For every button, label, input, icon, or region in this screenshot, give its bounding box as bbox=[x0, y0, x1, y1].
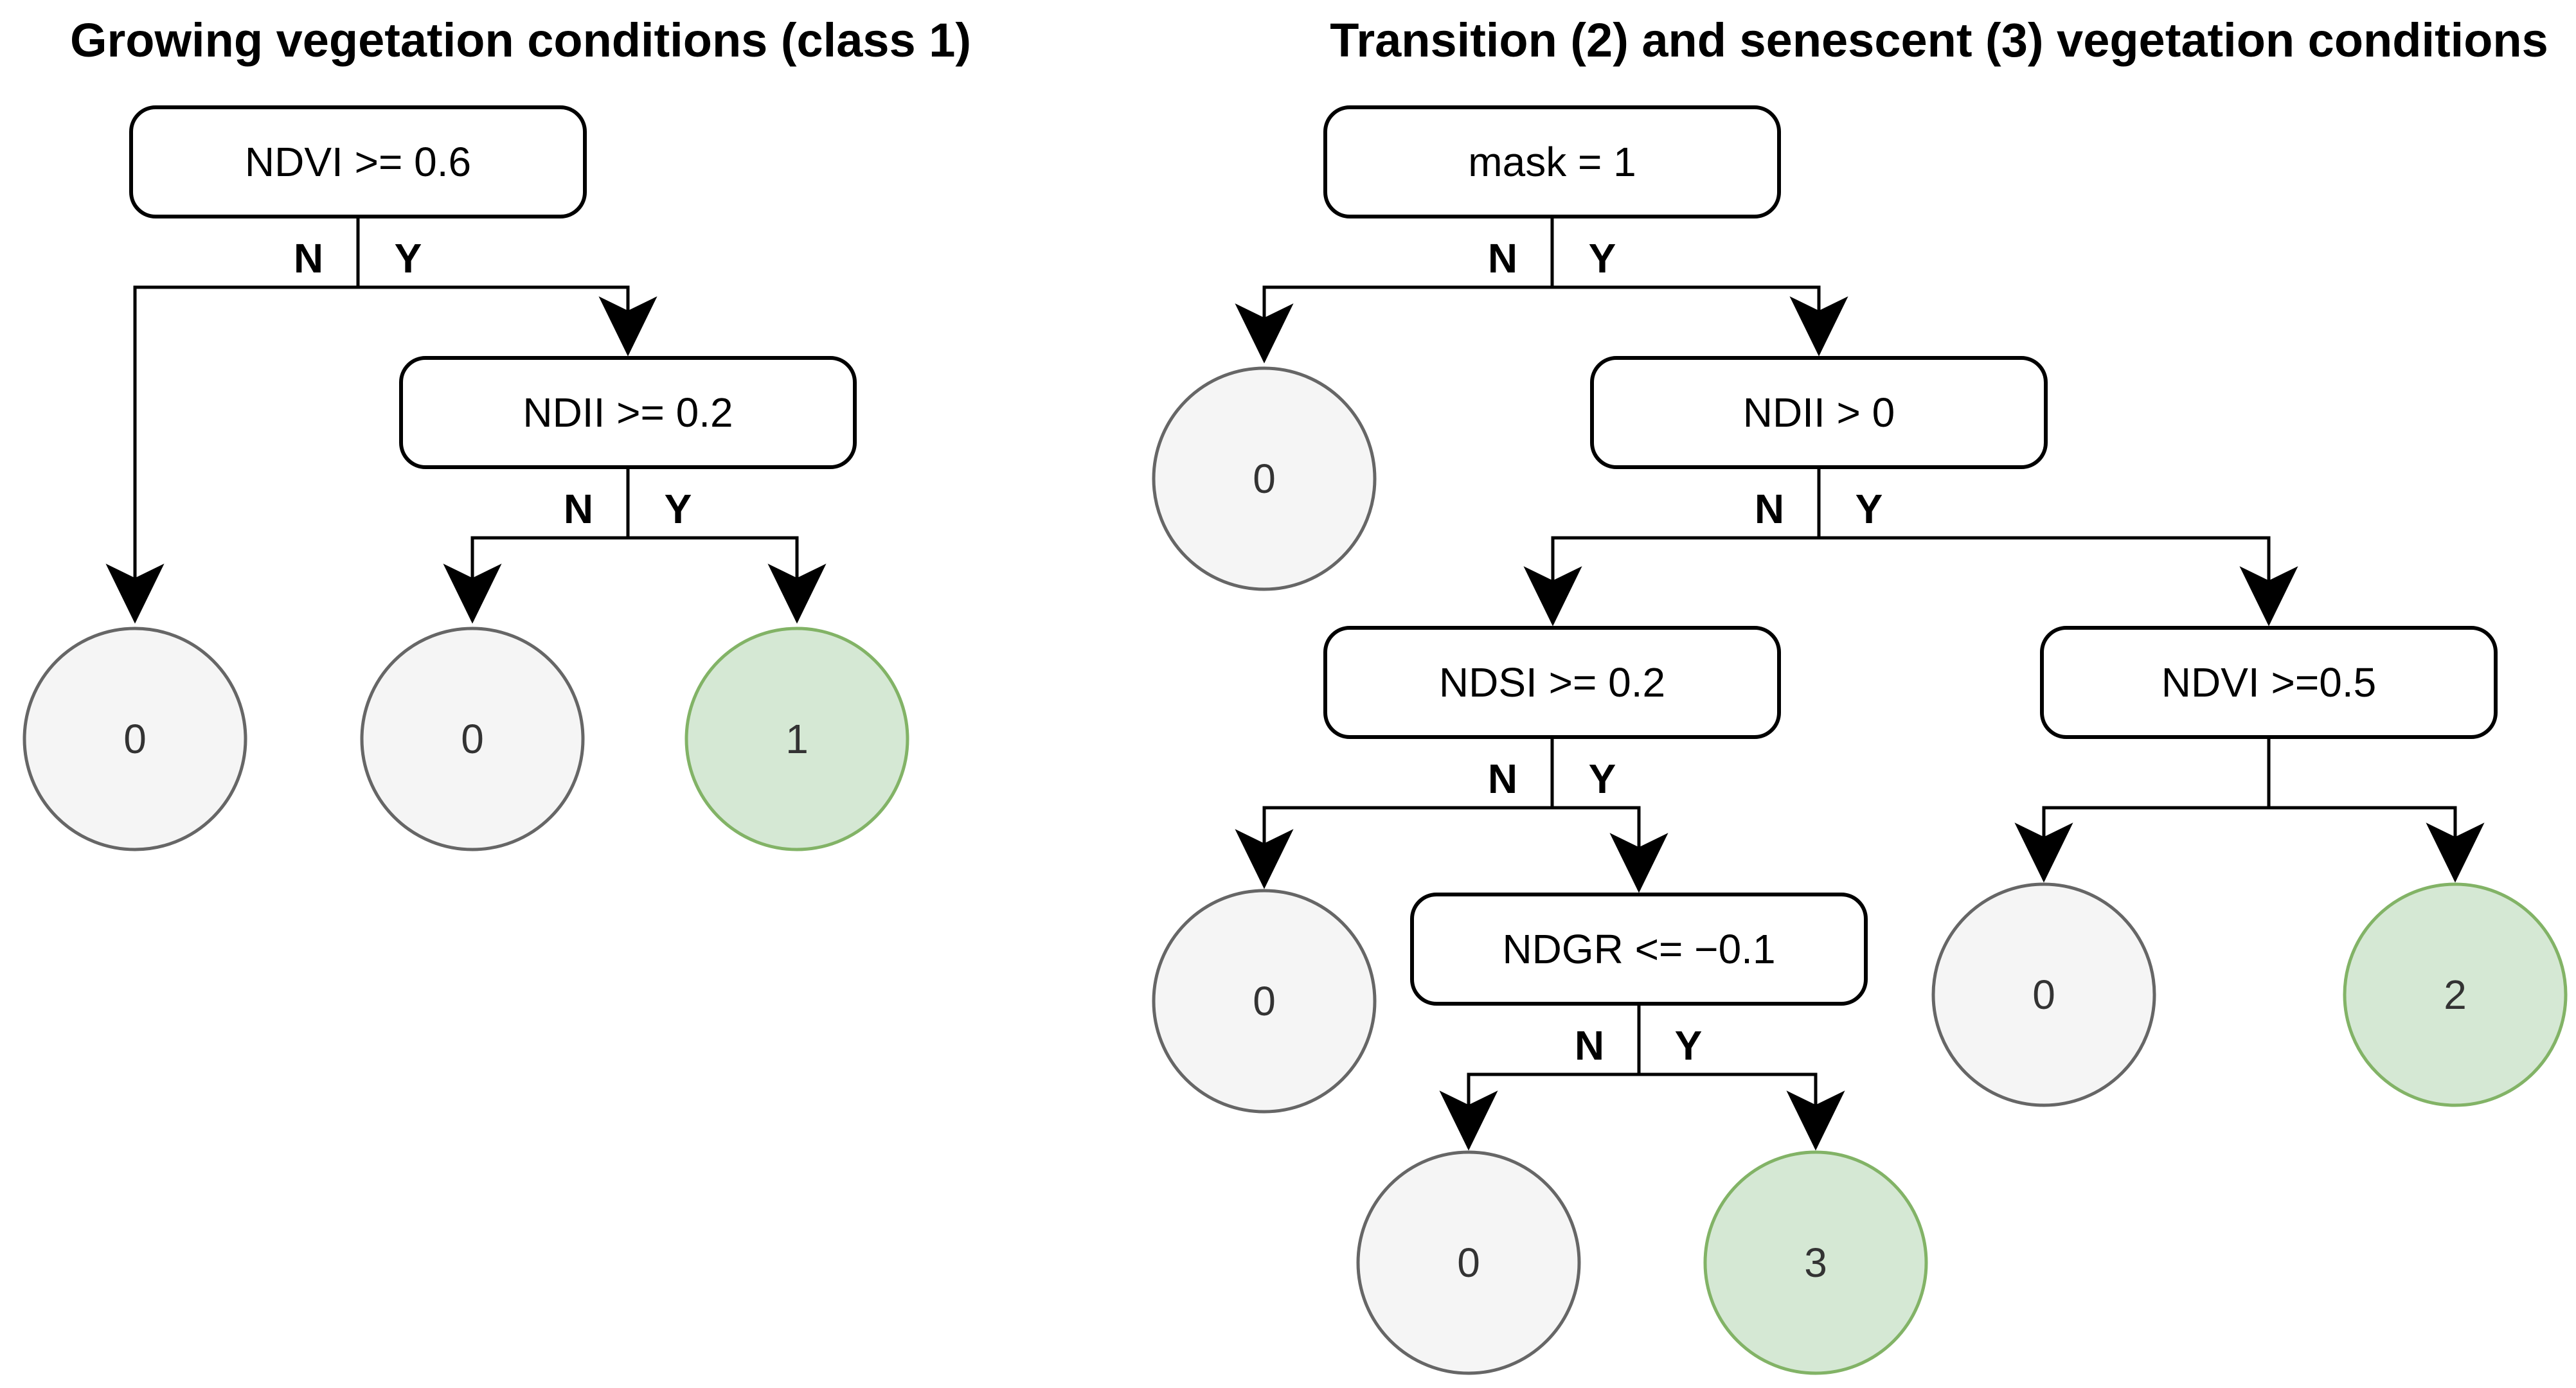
decision-node-ndsi02: NDSI >= 0.2 bbox=[1323, 626, 1781, 739]
decision-node-ndvi05: NDVI >=0.5 bbox=[2040, 626, 2498, 739]
branch-label-mask1-y: Y bbox=[1589, 235, 1616, 281]
branch-label-ndvi06-y: Y bbox=[395, 235, 422, 281]
decision-box-ndvi05 bbox=[2040, 626, 2498, 739]
edge-mask1-n: N bbox=[1235, 217, 1554, 364]
node-label-ndvi05: NDVI >=0.5 bbox=[2161, 659, 2376, 706]
edge-ndsi02-n: N bbox=[1235, 737, 1554, 889]
node-label-ndgr01: NDGR <= −0.1 bbox=[1502, 926, 1775, 972]
branch-label-ndgr01-n: N bbox=[1575, 1022, 1604, 1069]
edge-line-ndii02-y bbox=[626, 467, 827, 624]
edge-line-ndvi06-y bbox=[356, 217, 657, 357]
node-label-leaf-b0: 0 bbox=[1253, 456, 1276, 502]
branch-label-ndsi02-y: Y bbox=[1589, 756, 1616, 802]
branch-label-ndvi06-n: N bbox=[294, 235, 323, 281]
decision-box-ndvi06 bbox=[129, 105, 587, 218]
node-label-leaf-b4: 0 bbox=[1457, 1240, 1480, 1286]
right-tree-title: Transition (2) and senescent (3) vegetat… bbox=[1330, 13, 2548, 67]
edge-line-ndgr01-y bbox=[1637, 1004, 1845, 1151]
leaf-node-leaf-b1: 0 bbox=[1152, 889, 1377, 1114]
edge-ndgr01-n: N bbox=[1439, 1004, 1641, 1151]
edge-ndvi06-y: Y bbox=[356, 217, 657, 357]
node-label-leaf-a2: 1 bbox=[785, 716, 809, 762]
leaf-circle-leaf-a0 bbox=[22, 627, 247, 851]
edge-line-ndii0-y bbox=[1817, 467, 2298, 627]
edge-line-ndvi05-y bbox=[2267, 737, 2485, 883]
edge-ndvi06-n: N bbox=[105, 217, 360, 624]
edge-line-ndsi02-y bbox=[1550, 737, 1668, 893]
edge-ndii02-y: Y bbox=[626, 467, 827, 624]
edge-line-ndgr01-n bbox=[1439, 1004, 1641, 1151]
edge-ndvi05-y bbox=[2267, 737, 2485, 883]
leaf-node-leaf-a0: 0 bbox=[22, 627, 247, 851]
leaf-circle-leaf-b2 bbox=[1931, 882, 2156, 1107]
decision-box-ndgr01 bbox=[1410, 893, 1868, 1006]
leaf-node-leaf-b5: 3 bbox=[1703, 1150, 1928, 1375]
leaf-node-leaf-a1: 0 bbox=[360, 627, 585, 851]
edge-line-ndvi06-n bbox=[105, 217, 360, 624]
leaf-circle-leaf-b4 bbox=[1356, 1150, 1581, 1375]
decision-node-ndgr01: NDGR <= −0.1 bbox=[1410, 893, 1868, 1006]
left-tree-title: Growing vegetation conditions (class 1) bbox=[70, 13, 971, 67]
node-label-leaf-b1: 0 bbox=[1253, 978, 1276, 1024]
node-label-ndsi02: NDSI >= 0.2 bbox=[1439, 659, 1665, 706]
leaf-node-leaf-b3: 2 bbox=[2343, 882, 2568, 1107]
leaf-circle-leaf-b1 bbox=[1152, 889, 1377, 1114]
edge-ndgr01-y: Y bbox=[1637, 1004, 1845, 1151]
branch-label-ndii02-y: Y bbox=[665, 486, 692, 532]
decision-box-mask1 bbox=[1323, 105, 1781, 218]
edge-ndii02-n: N bbox=[443, 467, 630, 624]
edge-ndii0-y: Y bbox=[1817, 467, 2298, 627]
leaf-node-leaf-b4: 0 bbox=[1356, 1150, 1581, 1375]
node-label-leaf-b5: 3 bbox=[1804, 1240, 1827, 1286]
node-label-mask1: mask = 1 bbox=[1468, 139, 1636, 185]
edge-line-mask1-y bbox=[1550, 217, 1848, 357]
edge-line-ndvi05-n bbox=[2014, 737, 2271, 883]
decision-box-ndii0 bbox=[1590, 356, 2048, 469]
node-label-ndii0: NDII > 0 bbox=[1743, 389, 1895, 436]
node-label-leaf-a0: 0 bbox=[123, 716, 147, 762]
decision-node-ndii02: NDII >= 0.2 bbox=[399, 356, 857, 469]
leaf-circle-leaf-a2 bbox=[684, 627, 909, 851]
edge-ndsi02-y: Y bbox=[1550, 737, 1668, 893]
leaf-circle-leaf-b3 bbox=[2343, 882, 2568, 1107]
branch-label-ndii02-n: N bbox=[564, 486, 593, 532]
edge-mask1-y: Y bbox=[1550, 217, 1848, 357]
leaf-node-leaf-b0: 0 bbox=[1152, 366, 1377, 591]
branch-label-ndii0-y: Y bbox=[1856, 486, 1883, 532]
edge-line-ndii02-n bbox=[443, 467, 630, 624]
leaf-node-leaf-b2: 0 bbox=[1931, 882, 2156, 1107]
decision-node-ndii0: NDII > 0 bbox=[1590, 356, 2048, 469]
node-label-leaf-a1: 0 bbox=[461, 716, 484, 762]
branch-label-ndii0-n: N bbox=[1755, 486, 1784, 532]
decision-node-ndvi06: NDVI >= 0.6 bbox=[129, 105, 587, 218]
branch-label-ndgr01-y: Y bbox=[1675, 1022, 1703, 1069]
edge-ndii0-n: N bbox=[1523, 467, 1821, 627]
decision-box-ndii02 bbox=[399, 356, 857, 469]
node-label-leaf-b2: 0 bbox=[2032, 972, 2055, 1018]
decision-box-ndsi02 bbox=[1323, 626, 1781, 739]
leaf-circle-leaf-b0 bbox=[1152, 366, 1377, 591]
leaf-node-leaf-a2: 1 bbox=[684, 627, 909, 851]
node-label-ndvi06: NDVI >= 0.6 bbox=[245, 139, 471, 185]
leaf-circle-leaf-a1 bbox=[360, 627, 585, 851]
decision-node-mask1: mask = 1 bbox=[1323, 105, 1781, 218]
branch-label-ndsi02-n: N bbox=[1488, 756, 1517, 802]
node-label-leaf-b3: 2 bbox=[2444, 972, 2467, 1018]
edge-ndvi05-n bbox=[2014, 737, 2271, 883]
branch-label-mask1-n: N bbox=[1488, 235, 1517, 281]
leaf-circle-leaf-b5 bbox=[1703, 1150, 1928, 1375]
node-label-ndii02: NDII >= 0.2 bbox=[523, 389, 733, 436]
